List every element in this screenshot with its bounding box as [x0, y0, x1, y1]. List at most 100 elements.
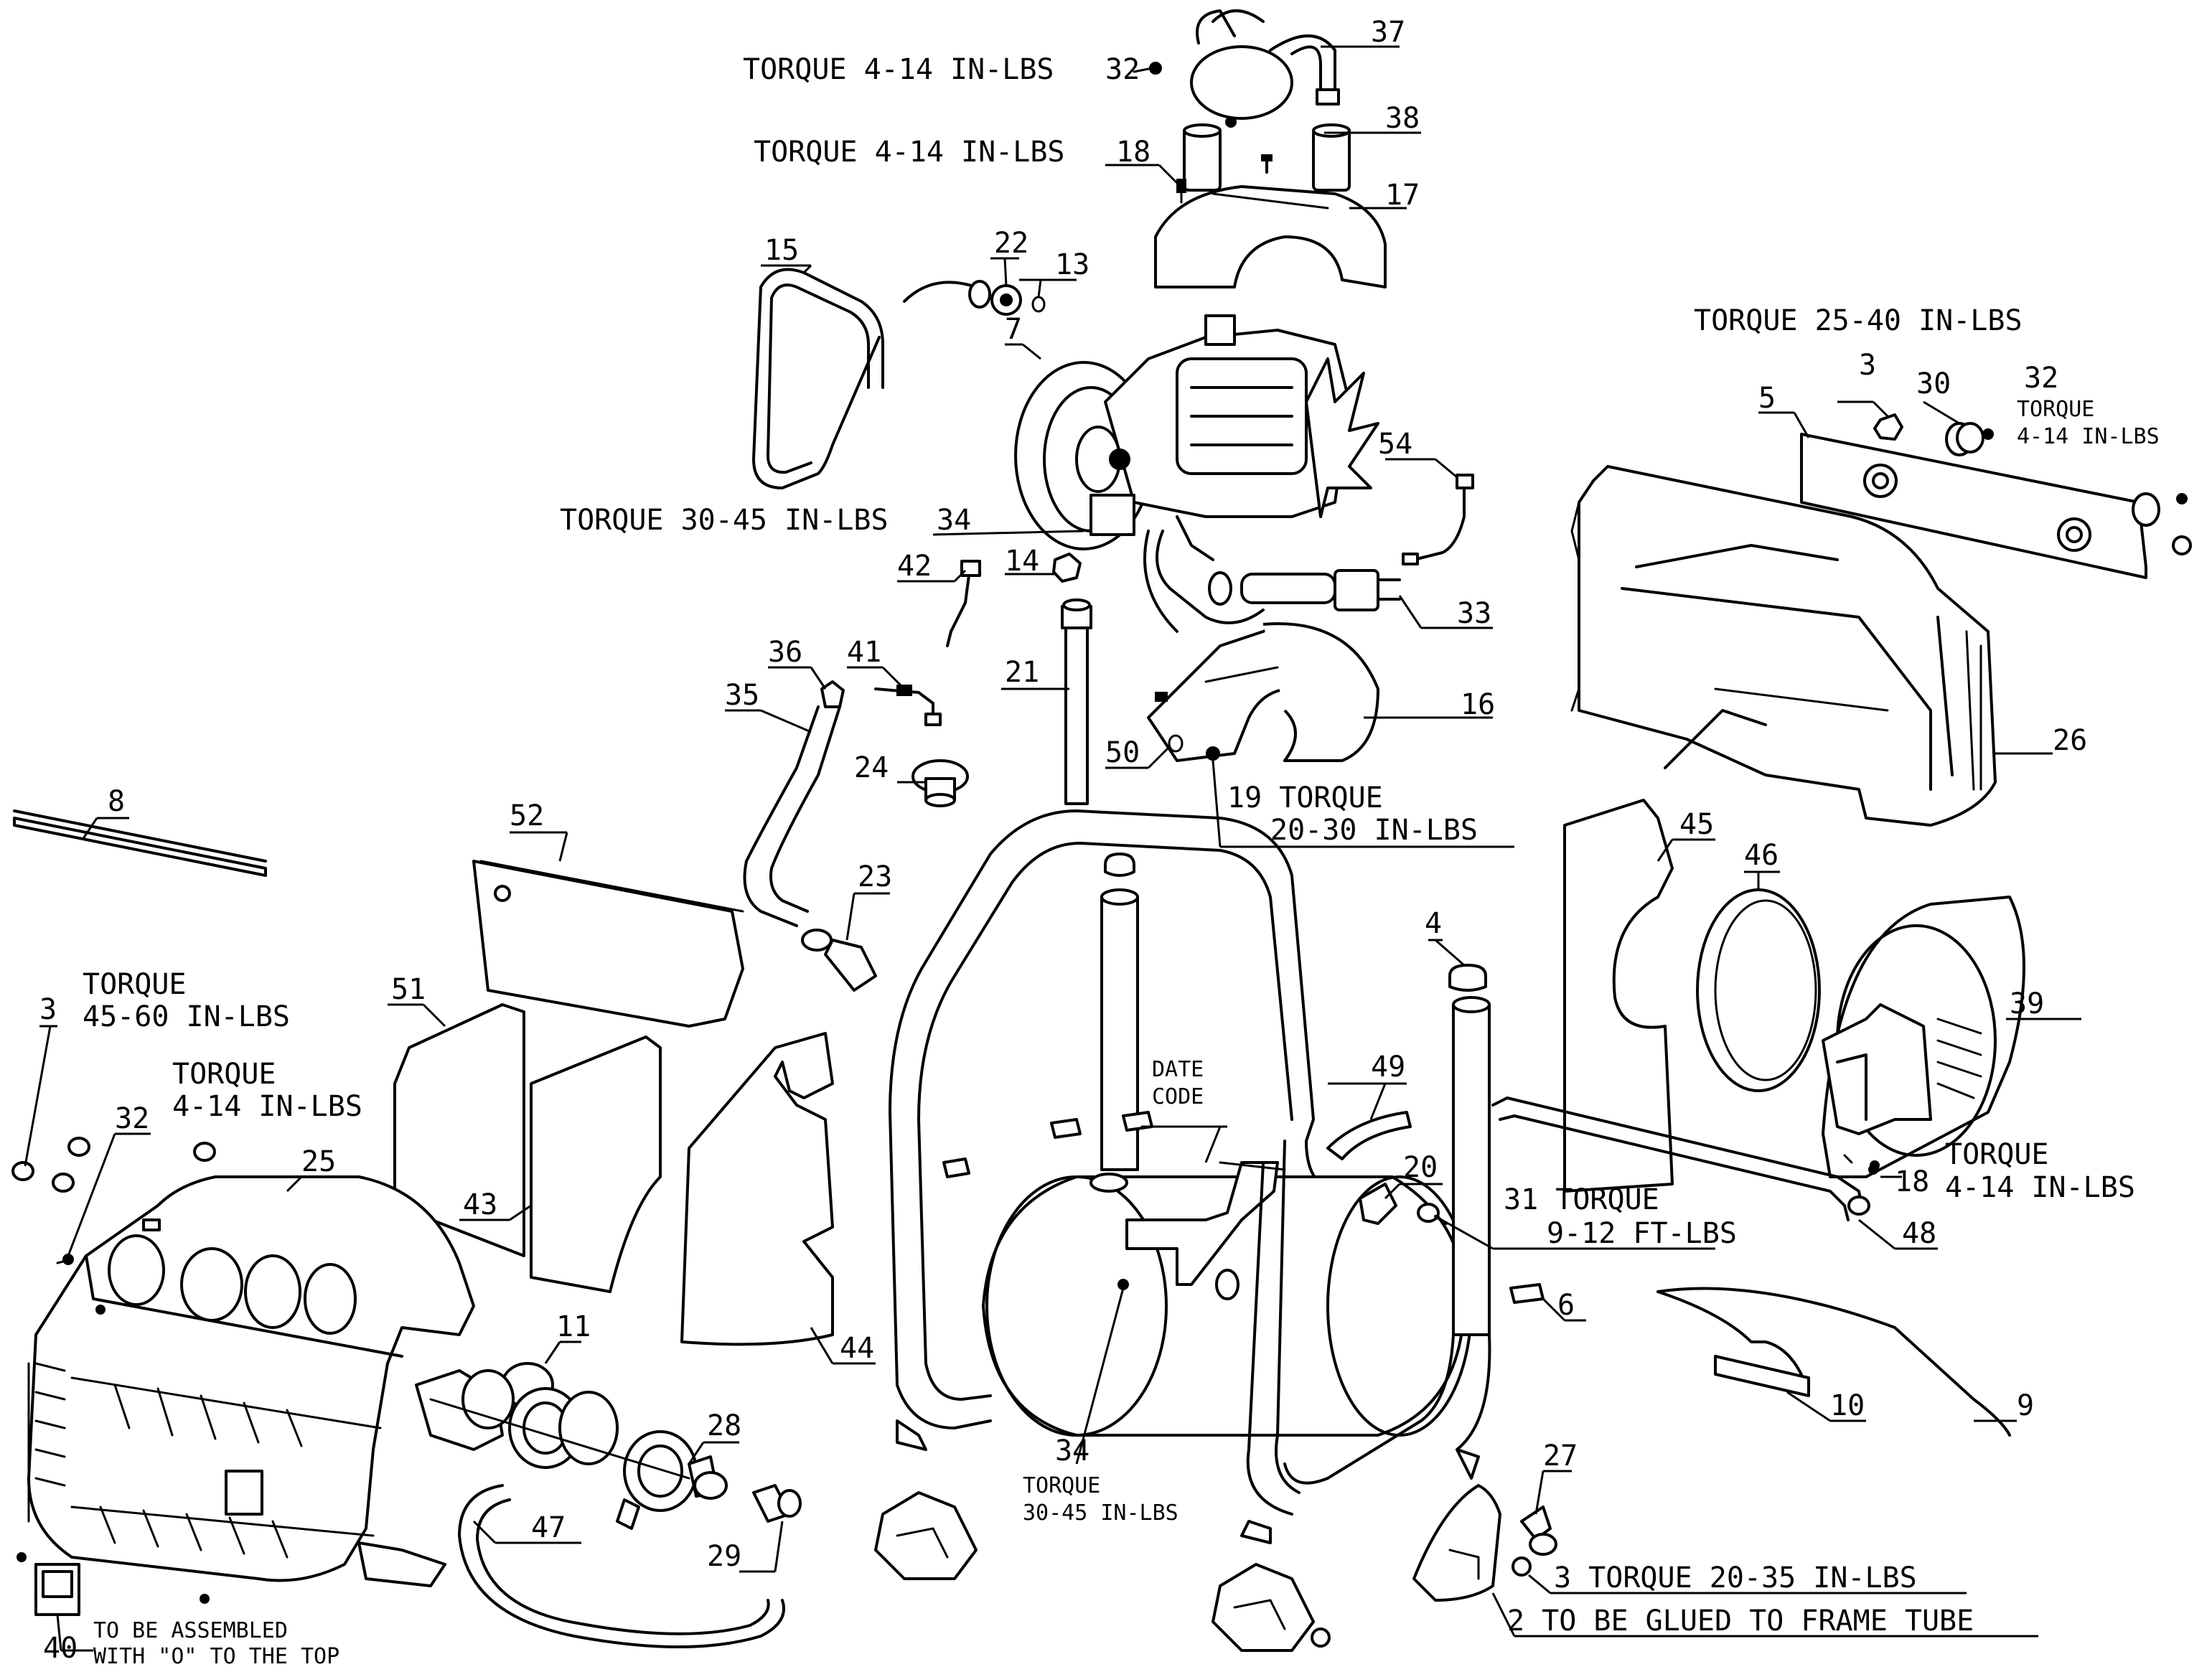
label-assembled-2: WITH "O" TO THE TOP [93, 1644, 339, 1669]
part-8-decal [13, 809, 267, 877]
label-10: 10 [1830, 1389, 1865, 1422]
label-34-bottom: 34 [1055, 1434, 1089, 1467]
label-torque-left-2: 45-60 IN-LBS [83, 1000, 290, 1033]
label-35: 35 [725, 679, 759, 712]
part-49-pad [1326, 1111, 1412, 1160]
label-44: 44 [840, 1332, 874, 1365]
label-3-left: 3 [39, 993, 57, 1026]
part-54-wire-lead [1402, 474, 1474, 565]
label-30: 30 [1916, 367, 1951, 400]
label-5: 5 [1758, 382, 1776, 415]
part-33-power-cord [1143, 515, 1401, 633]
label-43: 43 [463, 1188, 497, 1221]
label-54: 54 [1378, 428, 1412, 461]
label-7: 7 [1005, 313, 1022, 346]
label-50: 50 [1105, 736, 1140, 769]
label-11: 11 [556, 1310, 591, 1343]
part-14-nut [1052, 553, 1082, 583]
label-31-torque: 31 TORQUE [1504, 1183, 1659, 1216]
part-17-top-shroud [1154, 179, 1387, 288]
part-13-washer [1031, 296, 1046, 313]
part-43-foam-block [530, 1035, 662, 1293]
part-48-tube [1491, 1096, 1880, 1221]
part-44-insulation [680, 1032, 834, 1346]
label-torque-right-3: TORQUE [1945, 1138, 2049, 1171]
part-15-handle [752, 268, 991, 489]
label-3-top: 3 [1859, 349, 1876, 382]
rubber-foot-center [1212, 1563, 1331, 1652]
label-torque-left-1: TORQUE [83, 968, 187, 1001]
label-32-left: 32 [115, 1102, 149, 1135]
part-20-foot [1359, 1183, 1397, 1225]
label-torque-left-4: 4-14 IN-LBS [172, 1090, 362, 1123]
label-23: 23 [858, 860, 892, 893]
label-torque-30-45-a: TORQUE 30-45 IN-LBS [560, 504, 889, 537]
label-assembled-1: TO BE ASSEMBLED [93, 1618, 288, 1643]
label-9: 9 [2017, 1389, 2034, 1422]
label-41: 41 [847, 636, 881, 669]
part-22-bushing [990, 284, 1022, 316]
label-13: 13 [1055, 248, 1089, 281]
part-39-fan-cover [1822, 896, 2025, 1178]
leader-lines [24, 45, 2081, 1652]
part-23-fitting [801, 929, 877, 992]
part-46-filter-disc [1696, 888, 1821, 1092]
label-32-top: 32 [1105, 53, 1140, 86]
part-47-gasket [458, 1484, 785, 1648]
part-26-rear-shroud [1570, 465, 1997, 827]
part-21-tube [1061, 598, 1092, 805]
label-19-torque: 19 TORQUE [1227, 781, 1383, 814]
part-7-motor-assembly [1014, 314, 1379, 550]
label-21: 21 [1005, 656, 1039, 689]
label-torque-20-30: 20-30 IN-LBS [1270, 814, 1478, 847]
label-torque-9-12: 9-12 FT-LBS [1547, 1217, 1737, 1250]
frame-and-tank [889, 809, 1491, 1544]
part-10-decal [1714, 1355, 1810, 1397]
part-41-wire [874, 685, 942, 726]
label-48: 48 [1902, 1217, 1936, 1250]
rubber-foot-left [874, 1491, 978, 1580]
callout-labels: 37 32 TORQUE 4-14 IN-LBS 38 TORQUE 4-14 … [39, 16, 2160, 1669]
part-37-hose-elbow [1133, 9, 1340, 128]
label-18-top: 18 [1116, 136, 1150, 169]
part-3-washer-top [1873, 413, 1903, 441]
label-25: 25 [301, 1145, 336, 1178]
part-36-fitting [820, 680, 845, 708]
label-torque-right-1: TORQUE [2017, 397, 2094, 422]
label-24: 24 [854, 751, 889, 784]
label-2: 2 TO BE GLUED TO FRAME TUBE [1507, 1605, 1974, 1638]
part-16-lower-shroud [1147, 622, 1379, 762]
part-52-foam-pad [472, 860, 744, 1028]
label-40: 40 [43, 1632, 78, 1665]
label-51: 51 [391, 973, 426, 1006]
label-15: 15 [764, 234, 799, 267]
part-42-wire [946, 560, 981, 647]
label-20: 20 [1403, 1151, 1438, 1184]
label-38: 38 [1385, 102, 1420, 135]
part-50-clip [1168, 734, 1184, 753]
part-40-switch [34, 1563, 80, 1616]
part-35-hose [743, 705, 841, 927]
part-30-grommet [1945, 422, 2192, 555]
label-47: 47 [531, 1511, 566, 1544]
part-27-fitting [1520, 1506, 1557, 1556]
label-torque-bottom-1: TORQUE [1023, 1473, 1100, 1498]
label-date-code-2: CODE [1152, 1084, 1204, 1109]
label-torque-left-3: TORQUE [172, 1058, 276, 1091]
label-22: 22 [994, 227, 1028, 260]
part-29-coupler [752, 1484, 802, 1523]
label-29: 29 [707, 1540, 741, 1573]
label-4: 4 [1425, 907, 1442, 940]
label-45: 45 [1679, 808, 1714, 841]
label-torque-right-2: 4-14 IN-LBS [2017, 424, 2160, 449]
label-37: 37 [1371, 16, 1405, 49]
label-33: 33 [1457, 597, 1491, 630]
part-38-spacers [1183, 123, 1351, 192]
part-51-foam-block [393, 1003, 525, 1257]
label-6: 6 [1557, 1289, 1575, 1322]
label-26: 26 [2053, 724, 2087, 757]
label-torque-4-14-b: TORQUE 4-14 IN-LBS [754, 136, 1064, 169]
label-27: 27 [1543, 1439, 1578, 1473]
